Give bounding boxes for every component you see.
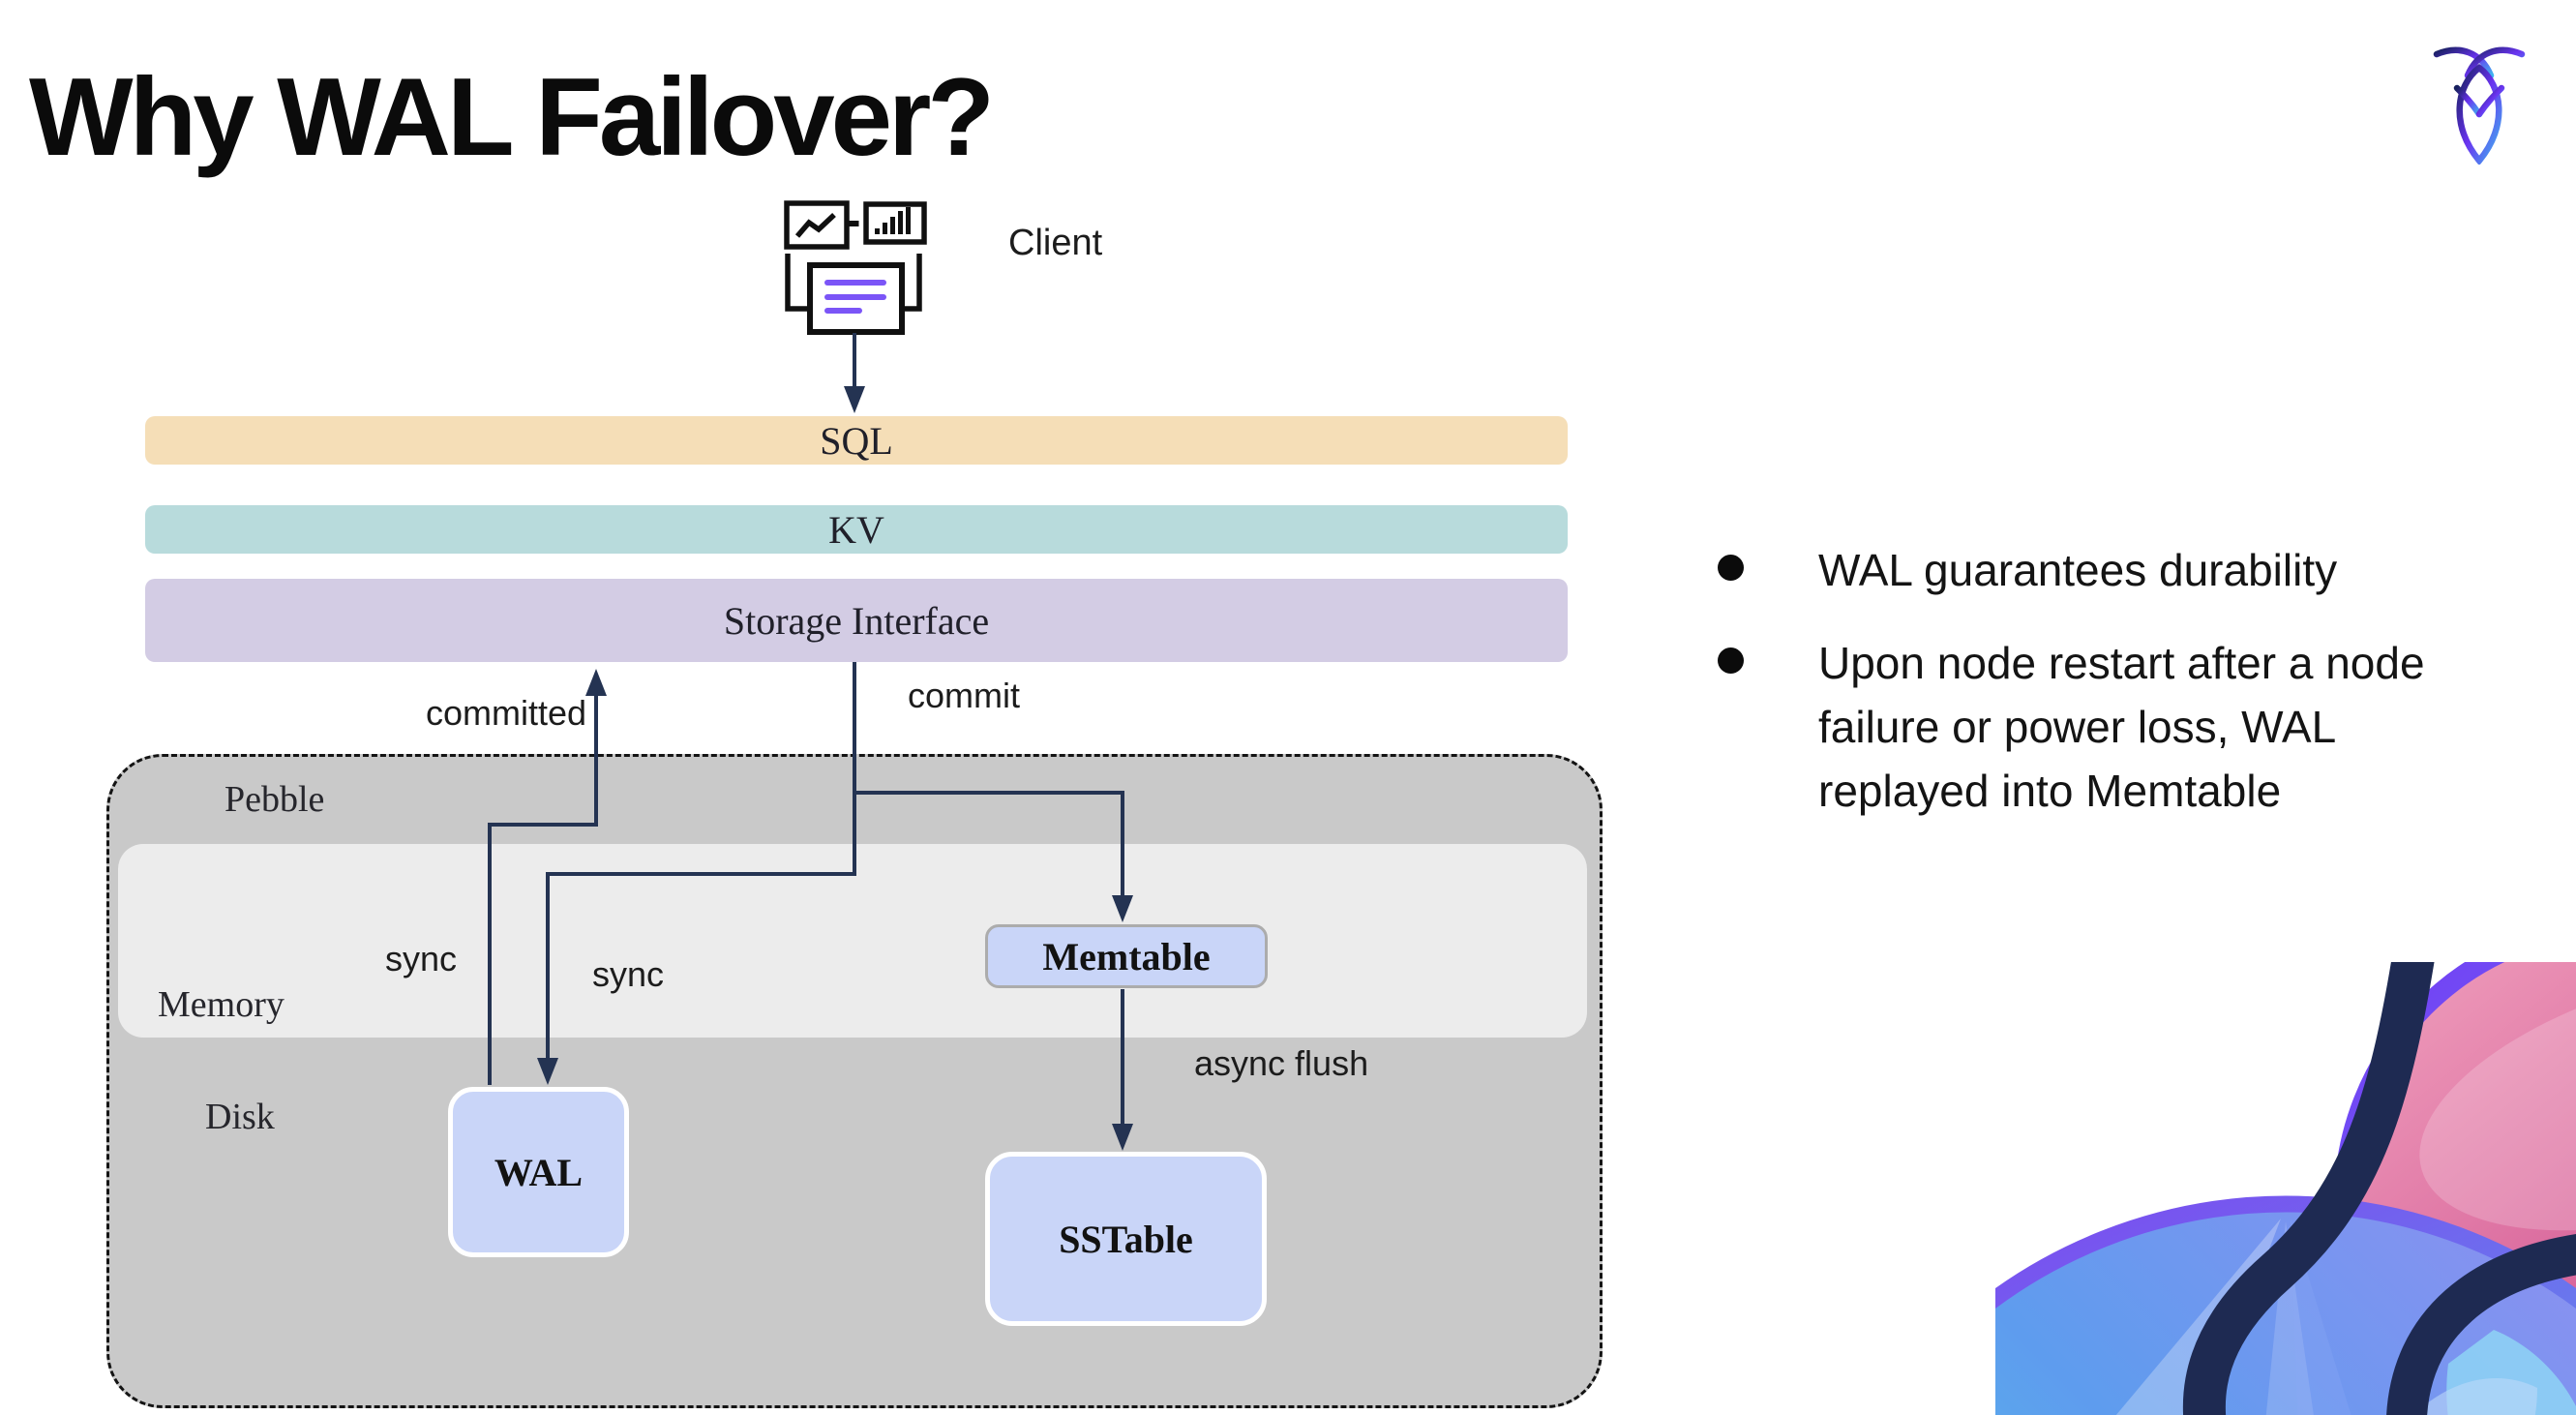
sync-left-label: sync [385, 939, 458, 978]
committed-label: committed [425, 693, 586, 733]
bullet-dot-icon [1718, 647, 1744, 674]
wal-label: WAL [494, 1150, 584, 1194]
sstable-label: SSTable [1059, 1217, 1193, 1261]
bullet-list: WAL guarantees durability Upon node rest… [1718, 538, 2511, 823]
commit-label: commit [908, 676, 1020, 715]
bullet-text: WAL guarantees durability [1818, 545, 2338, 595]
brand-sphere-art-icon [1995, 962, 2576, 1415]
async-flush-label: async flush [1194, 1043, 1369, 1083]
memtable-box: Memtable [985, 924, 1268, 988]
client-icon [784, 200, 927, 335]
layer-label-storage-interface: Storage Interface [723, 598, 990, 643]
sstable-box: SSTable [985, 1152, 1267, 1326]
layer-bar-kv: KV [145, 505, 1568, 554]
layer-label-kv: KV [828, 507, 884, 552]
wal-box: WAL [448, 1087, 629, 1257]
layer-bar-storage-interface: Storage Interface [145, 579, 1568, 662]
bullet-text: Upon node restart after a node failure o… [1818, 638, 2425, 816]
list-item: Upon node restart after a node failure o… [1718, 631, 2511, 823]
layer-bar-sql: SQL [145, 416, 1568, 465]
page-title: Why WAL Failover? [29, 56, 995, 179]
sync-right-label: sync [592, 954, 665, 994]
bullet-dot-icon [1718, 555, 1744, 581]
memtable-label: Memtable [1042, 934, 1211, 978]
pebble-label: Pebble [225, 779, 325, 820]
memory-region [118, 844, 1587, 1038]
memory-label: Memory [158, 984, 285, 1025]
disk-label: Disk [205, 1097, 275, 1137]
layer-label-sql: SQL [820, 418, 893, 463]
list-item: WAL guarantees durability [1718, 538, 2511, 602]
client-label: Client [1008, 223, 1103, 263]
cockroachdb-logo-icon [2433, 46, 2526, 165]
